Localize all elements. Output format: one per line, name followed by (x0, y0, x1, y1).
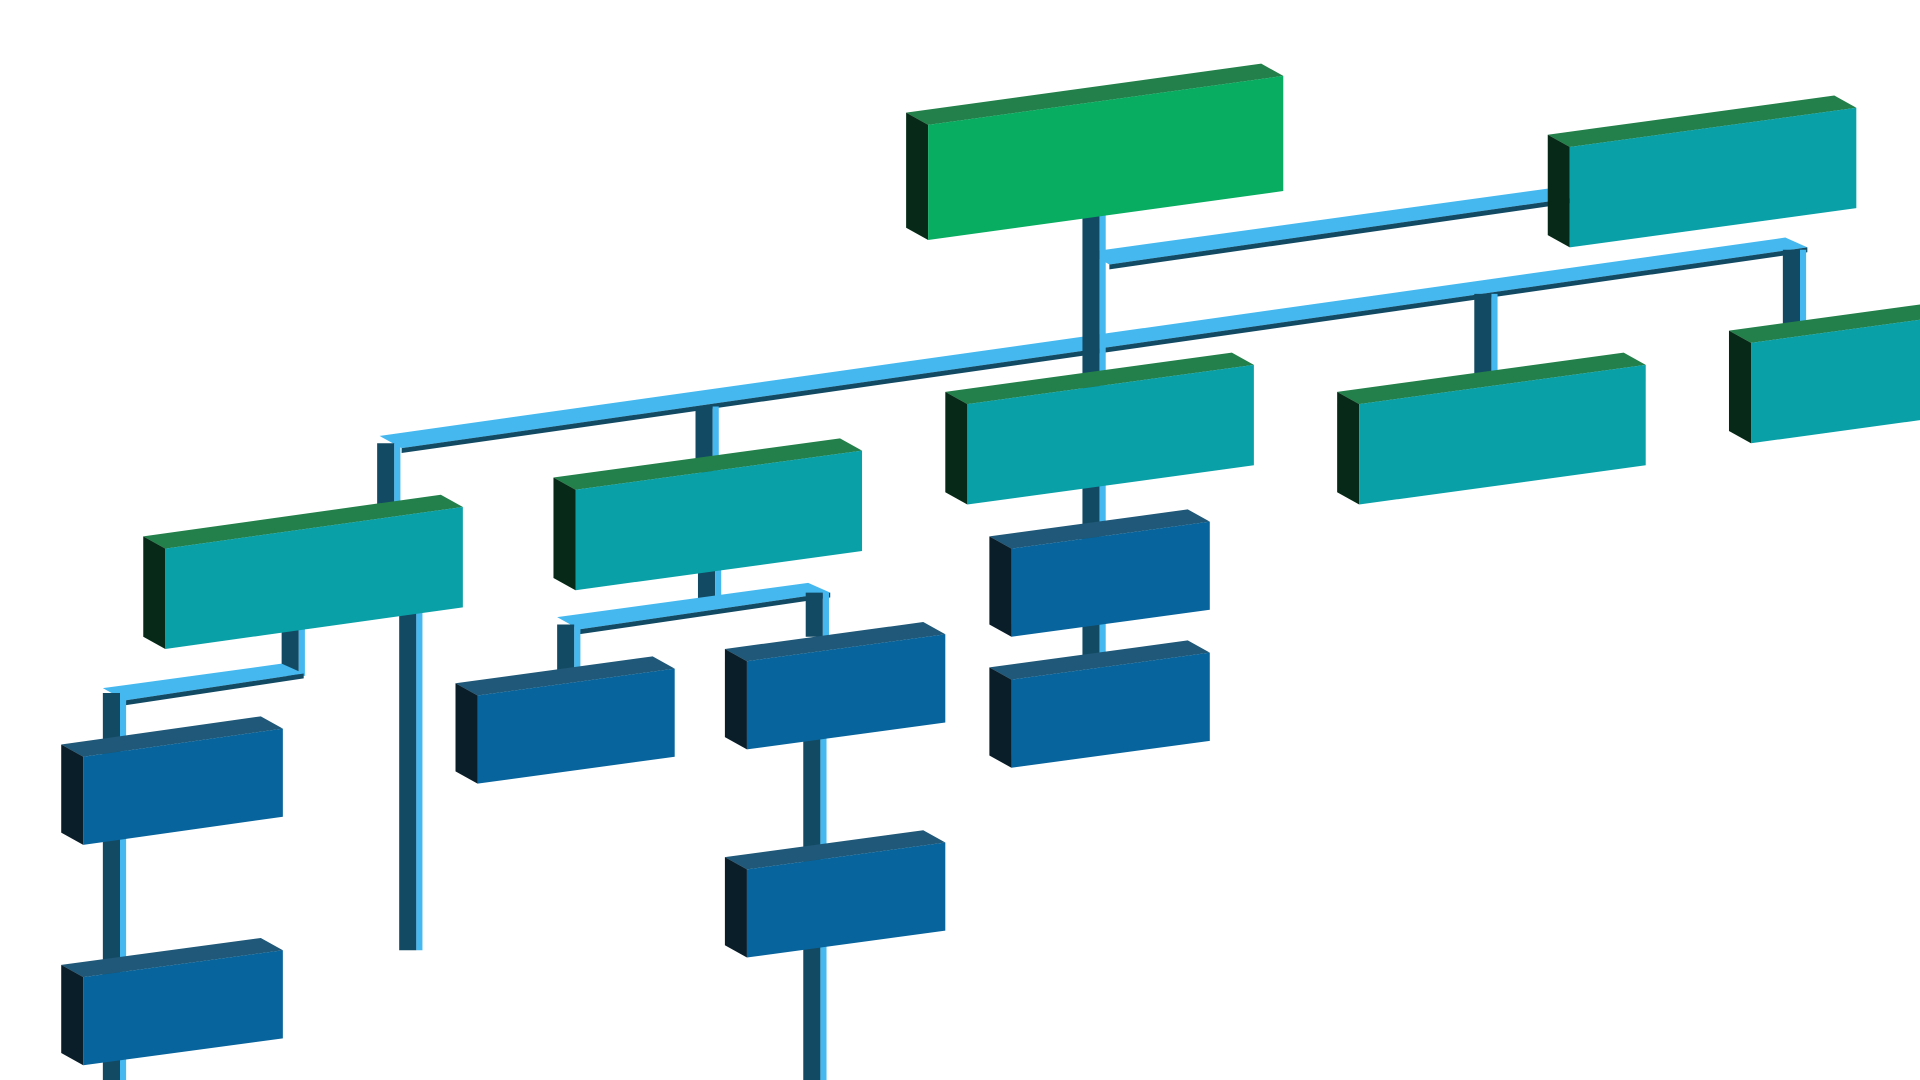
org-box-teal-4 (1728, 304, 1920, 444)
box-top-face (61, 716, 283, 757)
box-top-face (724, 830, 946, 870)
connector-post-e-dark (399, 609, 417, 951)
connector-post-j-dark (805, 592, 823, 637)
connector-left-bar-top (102, 663, 304, 701)
org-box-teal-2 (945, 352, 1254, 505)
org-box-teal-5 (553, 438, 863, 591)
connector-post-d-dark (1782, 249, 1800, 334)
box-front-face (1359, 364, 1646, 505)
box-front-face (928, 75, 1284, 240)
boxes (61, 63, 1920, 1066)
box-front-face (746, 842, 946, 958)
box-top-face (945, 352, 1254, 405)
box-side-face (1547, 134, 1570, 248)
box-front-face (1011, 652, 1210, 768)
box-side-face (553, 477, 576, 591)
org-box-teal-6 (143, 494, 463, 649)
connector-left-bar-edge (124, 673, 304, 706)
org-box-blue-7 (989, 509, 1210, 637)
connector-post-d-light (1800, 249, 1807, 334)
connector-mid-bar-top (557, 582, 831, 630)
box-top-face (724, 622, 946, 662)
connector-post-b-dark (695, 406, 713, 473)
box-top-face (906, 63, 1284, 125)
box-front-face (575, 450, 863, 591)
box-top-face (989, 640, 1210, 680)
box-top-face (989, 509, 1210, 549)
box-side-face (724, 648, 747, 750)
box-top-face (143, 494, 463, 549)
box-front-face (1011, 521, 1210, 637)
box-side-face (989, 667, 1012, 768)
connector-post-f-light (298, 626, 305, 676)
box-front-face (165, 506, 463, 649)
box-side-face (906, 112, 929, 240)
org-box-blue-9 (724, 622, 946, 750)
box-top-face (1728, 304, 1920, 343)
org-box-teal-1 (1547, 95, 1857, 248)
connectors (102, 188, 1808, 1080)
org-box-root (906, 63, 1284, 240)
box-top-face (61, 937, 283, 978)
connector-mid-bar-edge (579, 592, 831, 635)
box-side-face (61, 964, 84, 1066)
org-box-teal-3 (1337, 352, 1646, 505)
box-front-face (477, 668, 675, 784)
box-top-face (1547, 95, 1857, 147)
box-front-face (967, 364, 1254, 505)
box-side-face (1337, 391, 1360, 505)
org-box-blue-13 (61, 937, 283, 1066)
box-top-face (553, 438, 863, 490)
connector-post-i-dark (557, 624, 575, 672)
box-front-face (1751, 319, 1920, 444)
org-box-blue-11 (455, 656, 675, 784)
connector-post-i-light (574, 624, 581, 672)
box-front-face (83, 950, 283, 1066)
org-box-blue-10 (724, 830, 946, 958)
connector-assistant-bar-top (1087, 188, 1570, 265)
connector-post-f-dark (281, 626, 299, 676)
connector-post-a-dark (377, 443, 395, 505)
box-side-face (143, 536, 166, 649)
box-side-face (61, 744, 84, 845)
connector-post-e-light (416, 609, 423, 951)
connector-post-a-light (394, 443, 401, 505)
box-top-face (1337, 352, 1646, 405)
box-front-face (746, 634, 946, 750)
box-side-face (989, 536, 1012, 637)
connector-assistant-bar-edge (1109, 198, 1570, 270)
org-box-blue-12 (61, 716, 283, 845)
box-front-face (1569, 107, 1857, 248)
connector-post-c-light (1491, 293, 1498, 385)
box-side-face (455, 683, 478, 784)
box-top-face (455, 656, 675, 696)
connector-post-j-light (822, 592, 829, 637)
box-side-face (945, 391, 968, 505)
org-box-blue-8 (989, 640, 1210, 768)
box-front-face (83, 728, 283, 845)
connector-post-c-dark (1474, 293, 1492, 385)
box-side-face (1728, 330, 1752, 444)
box-side-face (724, 857, 747, 958)
